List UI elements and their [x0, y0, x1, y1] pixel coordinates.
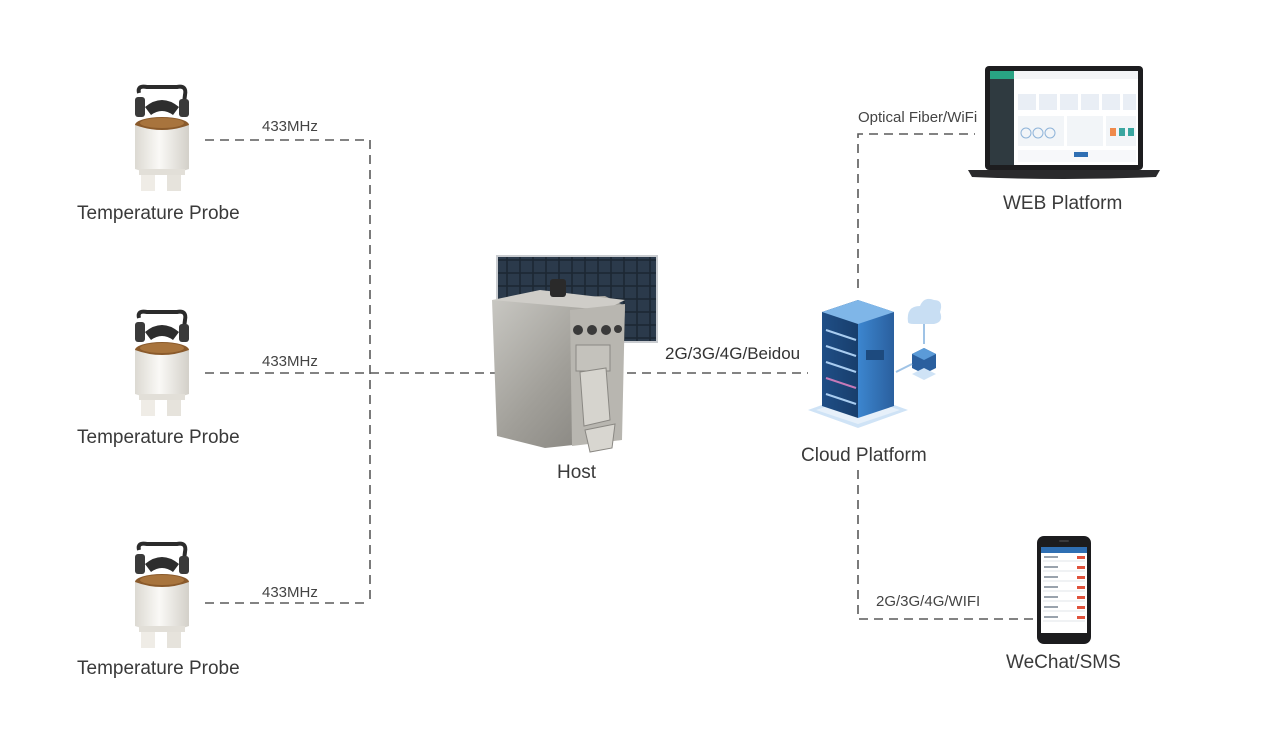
phone-icon: [1037, 536, 1091, 644]
probe-2-icon: [133, 309, 191, 418]
wechat-sms-label: WeChat/SMS: [1006, 652, 1121, 673]
laptop-icon: [968, 66, 1160, 179]
connector-cloud-to-web: [857, 133, 975, 288]
probe-1-label: Temperature Probe: [77, 203, 240, 224]
link-label-probe-1: 433MHz: [262, 118, 318, 135]
connector-cloud-to-wechat: [857, 470, 1040, 620]
link-label-probe-2: 433MHz: [262, 353, 318, 370]
probe-3-label: Temperature Probe: [77, 658, 240, 679]
cloud-platform-label: Cloud Platform: [801, 445, 927, 466]
web-platform-label: WEB Platform: [1003, 193, 1122, 214]
cloud-server-icon: [808, 298, 942, 428]
link-label-probe-3: 433MHz: [262, 584, 318, 601]
probe-2-label: Temperature Probe: [77, 427, 240, 448]
host-label: Host: [557, 462, 597, 483]
probe-1-icon: [135, 84, 189, 191]
host-icon: [492, 255, 658, 453]
probe-3-icon: [133, 541, 191, 650]
link-label-cloud-wechat: 2G/3G/4G/WIFI: [876, 593, 980, 610]
link-label-host-cloud: 2G/3G/4G/Beidou: [665, 344, 800, 363]
link-label-cloud-web: Optical Fiber/WiFi: [858, 109, 977, 126]
